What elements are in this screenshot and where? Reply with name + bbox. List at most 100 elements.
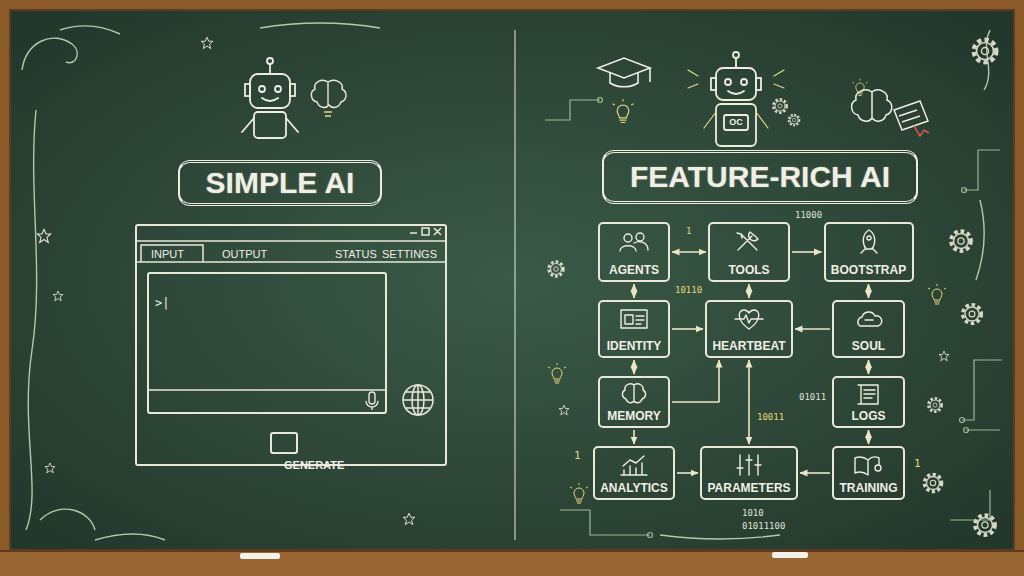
feature-box: LOGS [832, 376, 905, 428]
window-chrome [147, 389, 387, 391]
brain-doodle [852, 90, 892, 121]
microphone-icon [366, 392, 378, 410]
robot-figure [254, 112, 286, 138]
lightbulb-doodle [613, 99, 634, 122]
heading-text: SIMPLE AI [206, 166, 355, 199]
robot-figure [756, 78, 761, 90]
robot-figure [724, 115, 748, 130]
circuit-trace [545, 100, 1002, 535]
robot-figure [733, 52, 739, 58]
star-doodle [53, 291, 63, 301]
tab-label: OUTPUT [222, 248, 267, 260]
brain-doodle [311, 80, 346, 107]
feature-icon [737, 455, 761, 475]
feature-icon [852, 382, 886, 408]
binary-note: 10110 [675, 285, 702, 296]
window-chrome [137, 228, 445, 390]
flow-arrow [868, 430, 870, 444]
box-label: TRAINING [840, 481, 898, 495]
robot-figure [688, 70, 784, 128]
feature-icon [857, 312, 881, 326]
feature-icon [621, 310, 647, 328]
feature-box: IDENTITY [598, 300, 670, 358]
tab-label: SETTINGS [382, 248, 437, 260]
diploma-scroll [894, 101, 928, 130]
flow-arrow [800, 472, 830, 474]
feature-icon [732, 228, 766, 254]
feature-icon [855, 457, 881, 475]
star-doodle [403, 513, 415, 524]
feature-box: MEMORY [598, 376, 670, 428]
feature-box: PARAMETERS [700, 446, 798, 500]
app-window: INPUTOUTPUTSTATUSSETTINGS>|GENERATE [135, 224, 447, 466]
graduation-cap [598, 58, 650, 87]
robot-figure [259, 86, 265, 92]
binary-note: 1010 [742, 508, 764, 519]
flow-arrow [672, 251, 706, 253]
feature-icon [852, 452, 886, 478]
box-label: LOGS [851, 409, 885, 423]
flow-arrow [672, 360, 719, 402]
robot-figure [716, 68, 756, 100]
flow-arrow [672, 328, 703, 330]
flow-arrow [792, 251, 822, 253]
chalk-piece [772, 552, 808, 558]
lightbulb-doodle [548, 363, 566, 383]
generate-button: GENERATE [270, 432, 298, 454]
box-label: PARAMETERS [707, 481, 790, 495]
lightbulb-doodle [570, 483, 588, 503]
robot-figure [728, 91, 744, 94]
binary-note: 1 [914, 458, 921, 469]
gear-doodle [963, 305, 982, 324]
binary-note: 01011 [799, 392, 826, 403]
lightbulb-doodle [548, 79, 946, 503]
feature-icon [852, 228, 886, 254]
diploma-scroll [894, 101, 929, 136]
gear-doodle [951, 231, 971, 251]
wood-frame [0, 550, 1024, 552]
chalk-piece [240, 553, 280, 559]
feature-icon [732, 452, 766, 478]
chalk-piece [240, 552, 808, 559]
feature-box: ANALYTICS [593, 446, 675, 500]
wood-frame [0, 550, 1024, 576]
feature-box: BOOTSTRAP [824, 222, 914, 282]
microphone-icon [366, 392, 378, 410]
lightbulb-doodle [853, 79, 868, 96]
flow-arrow [677, 472, 698, 474]
box-label: AGENTS [609, 263, 659, 277]
star-doodle [939, 351, 949, 361]
window-chrome [141, 245, 203, 262]
circuit-trace [545, 98, 1002, 538]
border-ornament [22, 23, 990, 540]
star-doodle [559, 405, 569, 415]
robot-figure [269, 64, 271, 74]
robot-figure [290, 84, 295, 96]
star-doodle [37, 229, 50, 242]
brain-doodle [324, 112, 332, 116]
feature-icon [732, 306, 766, 332]
star-doodle [201, 37, 213, 48]
feature-icon [617, 382, 651, 408]
globe-icon [403, 385, 433, 415]
feature-icon [617, 452, 651, 478]
tab-label: INPUT [151, 248, 184, 260]
robot-figure [735, 58, 737, 68]
box-label: SOUL [852, 339, 885, 353]
binary-note: 10011 [757, 412, 784, 423]
box-label: IDENTITY [607, 339, 662, 353]
flow-arrow [633, 360, 635, 374]
lightbulb-doodle [928, 284, 946, 304]
graduation-cap [598, 58, 650, 87]
flow-arrow [868, 284, 870, 298]
robot-figure [242, 58, 298, 138]
input-field: >| [147, 272, 387, 414]
gear-doodle [928, 398, 941, 411]
binary-note: 01011100 [742, 521, 785, 532]
flow-arrow [633, 284, 635, 298]
window-chrome [410, 228, 441, 235]
globe-icon [403, 385, 433, 415]
feature-icon [620, 233, 648, 251]
star-doodle [37, 37, 949, 524]
divider-line [514, 30, 516, 540]
